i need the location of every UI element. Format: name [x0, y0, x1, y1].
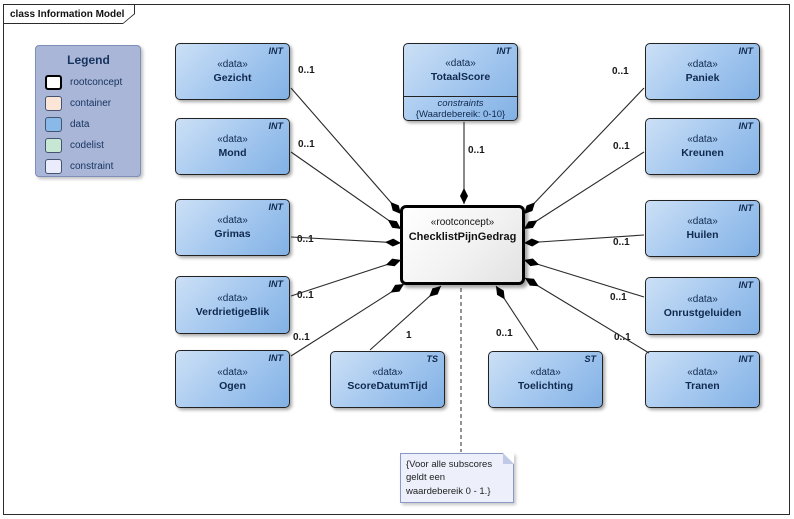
constraint-swatch: [45, 159, 62, 174]
multiplicity-verdrietigeblik: 0..1: [297, 290, 314, 301]
node-gezicht[interactable]: INT «data» Gezicht: [175, 43, 290, 100]
legend-item-rootconcept: rootconcept: [45, 74, 132, 91]
stereotype-label: «data»: [687, 293, 718, 305]
multiplicity-paniek: 0..1: [612, 66, 629, 77]
legend-label: container: [70, 98, 112, 109]
legend-label: codelist: [70, 140, 104, 151]
multiplicity-scoredatumtijd: 1: [406, 330, 412, 341]
node-name: Paniek: [685, 72, 720, 84]
node-name: Tranen: [685, 380, 720, 392]
frame-title: class Information Model: [10, 8, 125, 20]
datatype-tag: TS: [426, 354, 438, 364]
stereotype-label: «rootconcept»: [430, 217, 495, 228]
datatype-tag: INT: [268, 46, 284, 56]
legend-panel: Legend rootconcept container data codeli…: [35, 45, 141, 177]
node-ogen[interactable]: INT «data» Ogen: [175, 350, 290, 408]
node-main-compartment: «data» TotaalScore: [404, 44, 517, 96]
frame-tab: class Information Model: [3, 4, 135, 24]
node-name: ChecklistPijnGedrag: [408, 231, 517, 243]
multiplicity-totaalscore: 0..1: [468, 145, 485, 156]
multiplicity-mond: 0..1: [298, 139, 315, 150]
node-totaalscore[interactable]: INT «data» TotaalScore constraints {Waar…: [403, 43, 518, 121]
node-huilen[interactable]: INT «data» Huilen: [645, 200, 760, 257]
stereotype-label: «data»: [217, 215, 248, 226]
node-name: ScoreDatumTijd: [347, 380, 428, 392]
stereotype-label: «data»: [217, 292, 248, 304]
stereotype-label: «data»: [687, 134, 718, 145]
codelist-swatch: [45, 138, 62, 153]
constraints-header: constraints: [437, 98, 484, 109]
node-name: Onrustgeluiden: [663, 306, 742, 319]
node-onrustgeluiden[interactable]: INT «data» Onrustgeluiden: [645, 277, 760, 335]
stereotype-label: «data»: [530, 367, 561, 378]
multiplicity-ogen: 0..1: [293, 332, 310, 343]
multiplicity-onrustgeluiden: 0..1: [610, 292, 627, 303]
node-name: Ogen: [219, 379, 246, 392]
datatype-tag: ST: [584, 354, 596, 364]
stereotype-label: «data»: [372, 367, 403, 378]
node-name: TotaalScore: [430, 70, 491, 83]
constraints-compartment: constraints {Waardebereik: 0-10}: [404, 96, 517, 121]
node-tranen[interactable]: INT «data» Tranen: [645, 351, 760, 408]
constraint-value: {Waardebereik: 0-10}: [415, 109, 506, 120]
stereotype-label: «data»: [217, 59, 248, 70]
datatype-tag: INT: [268, 353, 284, 363]
multiplicity-grimas: 0..1: [297, 234, 314, 245]
multiplicity-toelichting: 0..1: [496, 328, 513, 339]
datatype-tag: INT: [738, 46, 754, 56]
node-kreunen[interactable]: INT «data» Kreunen: [645, 118, 760, 175]
datatype-tag: INT: [738, 354, 754, 364]
data-swatch: [45, 117, 62, 132]
rootconcept-swatch: [45, 75, 62, 90]
datatype-tag: INT: [496, 46, 512, 56]
node-name: Mond: [218, 147, 247, 159]
node-name: Huilen: [686, 229, 719, 241]
node-name: VerdrietigeBlik: [195, 305, 270, 318]
datatype-tag: INT: [738, 203, 754, 213]
node-name: Kreunen: [681, 147, 724, 159]
node-name: Gezicht: [213, 72, 252, 84]
datatype-tag: INT: [268, 202, 284, 212]
stereotype-label: «data»: [445, 57, 476, 69]
node-grimas[interactable]: INT «data» Grimas: [175, 199, 290, 256]
legend-label: constraint: [70, 161, 114, 172]
stereotype-label: «data»: [687, 59, 718, 70]
node-name: Grimas: [214, 228, 251, 240]
legend-item-constraint: constraint: [45, 158, 132, 175]
node-checklistpijngedrag[interactable]: «rootconcept» ChecklistPijnGedrag: [400, 205, 525, 285]
legend-title: Legend: [67, 53, 110, 67]
node-scoredatumtijd[interactable]: TS «data» ScoreDatumTijd: [330, 351, 445, 408]
multiplicity-huilen: 0..1: [613, 237, 630, 248]
constraint-note[interactable]: {Voor alle subscores geldt een waardeber…: [400, 453, 514, 503]
datatype-tag: INT: [268, 279, 284, 289]
node-toelichting[interactable]: ST «data» Toelichting: [488, 351, 603, 408]
stereotype-label: «data»: [687, 367, 718, 378]
multiplicity-tranen: 0..1: [614, 332, 631, 343]
stereotype-label: «data»: [687, 216, 718, 227]
note-text: {Voor alle subscores geldt een waardeber…: [406, 459, 493, 497]
legend-label: rootconcept: [70, 77, 123, 88]
legend-label: data: [70, 119, 90, 130]
node-verdrietigeblik[interactable]: INT «data» VerdrietigeBlik: [175, 276, 290, 334]
legend-item-container: container: [45, 95, 132, 112]
node-name: Toelichting: [517, 380, 574, 392]
datatype-tag: INT: [738, 280, 754, 290]
multiplicity-gezicht: 0..1: [298, 65, 315, 76]
node-paniek[interactable]: INT «data» Paniek: [645, 43, 760, 100]
stereotype-label: «data»: [217, 366, 248, 378]
datatype-tag: INT: [268, 121, 284, 131]
legend-item-codelist: codelist: [45, 137, 132, 154]
container-swatch: [45, 96, 62, 111]
node-mond[interactable]: INT «data» Mond: [175, 118, 290, 175]
datatype-tag: INT: [738, 121, 754, 131]
stereotype-label: «data»: [217, 134, 248, 145]
legend-item-data: data: [45, 116, 132, 133]
multiplicity-kreunen: 0..1: [613, 141, 630, 152]
